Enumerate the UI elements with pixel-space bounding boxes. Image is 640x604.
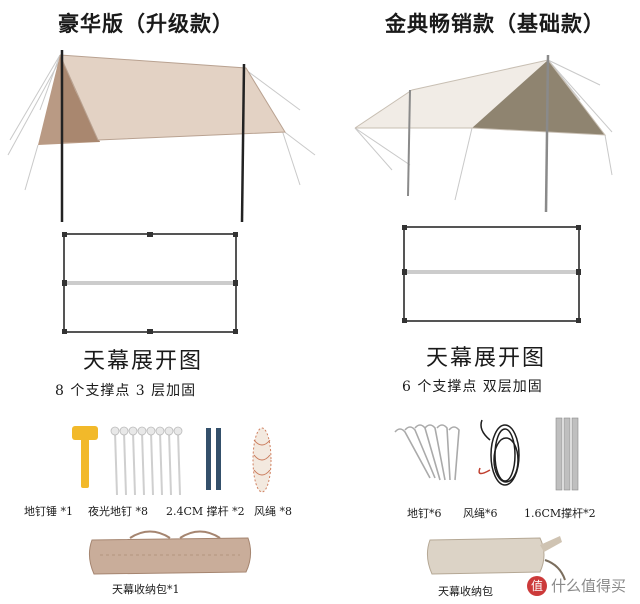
deluxe-plan-title: 天幕展开图 xyxy=(83,349,204,374)
basic-spec: 6 个支撑点 双层加固 xyxy=(402,379,543,395)
guy-rope-icon xyxy=(252,427,272,493)
deluxe-bag-label: 天幕收纳包*1 xyxy=(112,583,180,596)
basic-acc-stakes: 地钉*6 xyxy=(407,507,442,520)
deluxe-acc-hammer: 地钉锤 *1 xyxy=(24,505,73,518)
deluxe-acc-stakes: 夜光地钉 *8 xyxy=(88,505,148,518)
deluxe-acc-poles: 2.4CM 撑杆 *2 xyxy=(166,505,245,518)
glow-stakes-icon xyxy=(114,431,181,496)
watermark-text: 什么值得买 xyxy=(550,576,626,595)
deluxe-acc-rope: 风绳 *8 xyxy=(254,505,292,518)
watermark-badge: 值 xyxy=(526,576,547,596)
basic-title: 金典畅销款（基础款） xyxy=(385,11,605,36)
guy-rope-icon xyxy=(478,419,520,486)
hammer-icon xyxy=(72,426,98,488)
support-poles-icon xyxy=(206,428,221,490)
basic-acc-poles: 1.6CM撑杆*2 xyxy=(524,507,596,520)
support-poles-icon xyxy=(555,417,579,491)
deluxe-title: 豪华版（升级款） xyxy=(58,11,234,36)
basic-bag-label: 天幕收纳包 xyxy=(438,585,493,598)
deluxe-spec: 8 个支撑点 3 层加固 xyxy=(55,383,197,399)
basic-plan-title: 天幕展开图 xyxy=(426,346,547,371)
ground-stakes-icon xyxy=(394,424,460,481)
watermark: 值什么值得买 xyxy=(526,575,626,596)
basic-acc-rope: 风绳*6 xyxy=(463,507,498,520)
